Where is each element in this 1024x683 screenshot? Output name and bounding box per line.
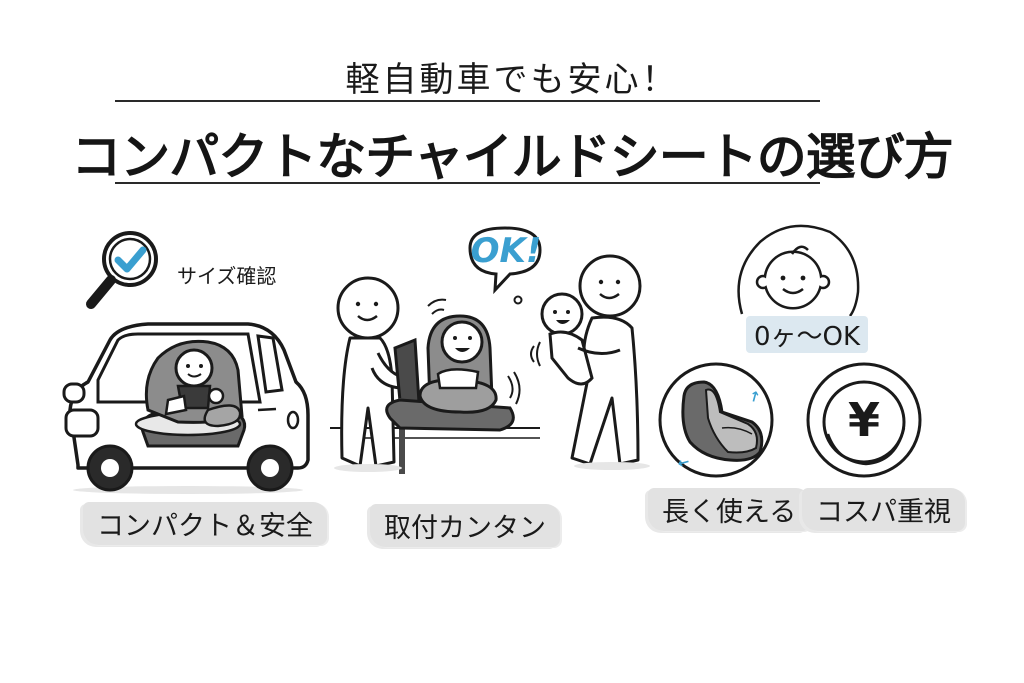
feature-cost-performance: ¥ コスパ重視 <box>800 360 965 550</box>
baby-face-icon <box>737 224 860 317</box>
ok-speech-text: OK! <box>471 231 542 271</box>
feature-easy-install: OK! 取付カンタン <box>320 226 650 548</box>
feature-label-compact-safe: コンパクト＆安全 <box>83 502 327 545</box>
feature-label-easy-install: 取付カンタン <box>370 504 560 547</box>
newborn-ok-badge: 0ヶ〜OK <box>746 316 869 353</box>
feature-newborn-ok: 0ヶ〜OK <box>730 222 870 353</box>
feature-long-use: ↗ ↙ 長く使える <box>648 360 811 550</box>
install-scene-illustration: OK! <box>330 226 650 474</box>
kei-car-illustration <box>62 322 310 494</box>
feature-compact-safe: サイズ確認 コンパクト＆安全 <box>55 220 327 550</box>
convertible-seat-icon: ↗ ↙ <box>658 362 774 478</box>
feature-label-cost-performance: コスパ重視 <box>802 488 965 531</box>
feature-label-long-use: 長く使える <box>648 488 811 531</box>
header-rule-bottom <box>115 182 820 184</box>
yen-coin-icon: ¥ <box>806 362 922 478</box>
subtitle: 軽自動車でも安心！ <box>345 60 679 100</box>
magnifier-check-icon <box>86 231 158 309</box>
header-rule-top <box>115 100 820 102</box>
yen-symbol: ¥ <box>848 393 880 447</box>
page-title: コンパクトなチャイルドシートの選び方 <box>71 128 954 186</box>
size-check-label: サイズ確認 <box>177 264 277 288</box>
